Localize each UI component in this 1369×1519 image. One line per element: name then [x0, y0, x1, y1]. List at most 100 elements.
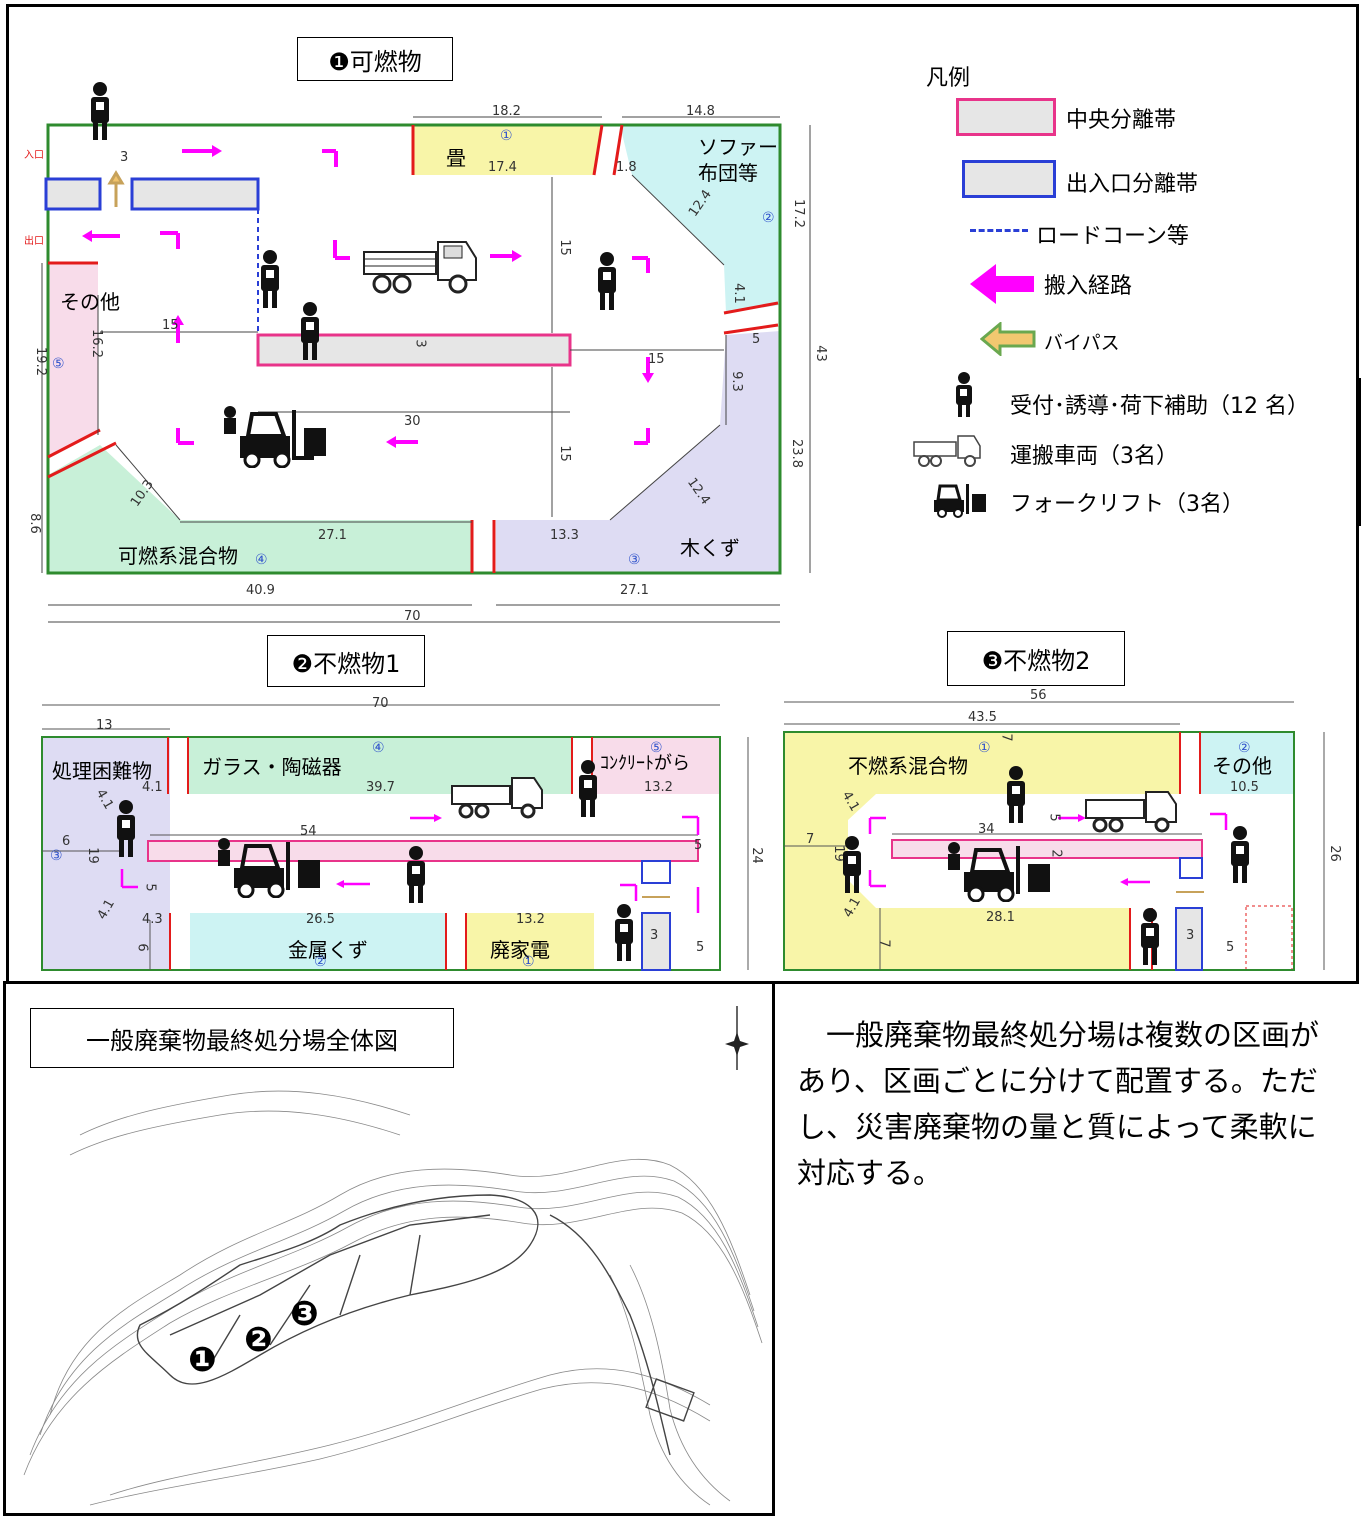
truck-icon — [912, 432, 982, 468]
overview-marker-2: ❷ — [244, 1320, 273, 1360]
dim: 9.3 — [728, 371, 744, 392]
zone-wood — [496, 331, 780, 573]
zone-number: ④ — [255, 552, 268, 568]
zone-label-concrete: ｺﾝｸﾘｰﾄがら — [600, 753, 690, 774]
dim: 7 — [806, 832, 815, 847]
zone-label-sofa: ソファー 布団等 — [698, 135, 778, 185]
dim: 3 — [412, 339, 428, 348]
entrance-label: 入口 — [24, 150, 44, 161]
dim: 8.6 — [26, 513, 42, 534]
dim: 15 — [556, 445, 572, 462]
forklift-icon — [214, 832, 326, 899]
dim: 13.2 — [644, 780, 673, 795]
dim: 3 — [120, 150, 129, 165]
dim: 26.5 — [306, 912, 335, 927]
dim: 15 — [648, 352, 665, 367]
zone-label-tatami: 畳 — [446, 146, 466, 170]
dim: 4.1 — [730, 283, 746, 304]
dim: 54 — [300, 824, 317, 839]
dim: 27.1 — [620, 583, 649, 598]
dim: 7 — [998, 733, 1014, 742]
dim: 16.2 — [88, 329, 104, 358]
zone-other — [48, 263, 98, 455]
person-icon — [612, 904, 636, 962]
dim: 28.1 — [986, 910, 1015, 925]
dim: 5 — [1046, 813, 1062, 822]
zone-number: ② — [1238, 740, 1251, 756]
person-icon — [595, 252, 619, 312]
dim: 14.8 — [686, 104, 715, 119]
dim: 39.7 — [366, 780, 395, 795]
zone-label-wood: 木くず — [680, 536, 740, 560]
dim: 10.5 — [1230, 780, 1259, 795]
zone-number: ③ — [50, 848, 63, 864]
legend-label: 中央分離帯 — [1066, 108, 1177, 133]
diagram1-layout — [41, 116, 811, 623]
overview-frame — [3, 981, 775, 1516]
bypass-arrow-icon — [979, 320, 1036, 358]
dim: 15 — [556, 239, 572, 256]
dim: 18.2 — [492, 104, 521, 119]
dim: 13.2 — [516, 912, 545, 927]
forklift-icon — [926, 480, 988, 518]
dim: 27.1 — [318, 528, 347, 543]
dim: 30 — [404, 414, 421, 429]
person-icon — [258, 250, 282, 310]
dim: 5 — [1226, 940, 1235, 955]
zone-label-metal: 金属くず — [288, 938, 368, 962]
person-icon — [1228, 826, 1252, 884]
dim: 1.8 — [616, 160, 637, 175]
legend-label: 受付･誘導･荷下補助（12 名） — [1010, 394, 1309, 419]
legend-title: 凡例 — [926, 66, 971, 91]
zone-number: ① — [500, 128, 513, 144]
dim: 70 — [372, 696, 389, 711]
legend-swatch-cone — [970, 229, 1028, 232]
dim: 5 — [696, 940, 705, 955]
zone-label-appliance: 廃家電 — [490, 938, 550, 962]
diagram2-layout — [41, 704, 749, 971]
person-icon — [88, 82, 112, 142]
dim: 6 — [134, 943, 150, 952]
dim: 5 — [752, 332, 761, 347]
person-icon — [298, 302, 322, 362]
person-icon — [1138, 908, 1162, 966]
legend-swatch-median — [956, 98, 1056, 136]
dim: 5 — [694, 838, 703, 853]
dim: 17.2 — [790, 199, 806, 228]
zone-label-other-nonburn: その他 — [1212, 754, 1272, 778]
person-icon — [1004, 766, 1028, 824]
zone-number: ⑤ — [52, 356, 65, 372]
zone-number: ② — [762, 210, 775, 226]
forklift-icon — [220, 400, 332, 469]
person-icon — [404, 846, 428, 904]
diagram3-layout — [783, 701, 1325, 971]
dim: 23.8 — [788, 439, 804, 468]
dim: 24 — [748, 847, 764, 864]
zone-number: ① — [978, 740, 991, 756]
zone-sofa — [620, 125, 780, 313]
zone-number: ⑤ — [650, 740, 663, 756]
person-icon — [952, 372, 976, 418]
dim: 7 — [876, 939, 892, 948]
compass-icon — [725, 1006, 749, 1070]
legend-label: ロードコーン等 — [1036, 224, 1189, 249]
overview-title: 一般廃棄物最終処分場全体図 — [30, 1008, 454, 1068]
legend-label: バイパス — [1044, 332, 1120, 354]
truck-icon — [1084, 786, 1180, 834]
overview-map — [23, 1090, 763, 1506]
zone-mixed — [48, 445, 472, 573]
diagram1-title: ❶可燃物 — [297, 37, 453, 81]
overview-marker-3: ❸ — [290, 1294, 319, 1334]
zone-number: ① — [522, 954, 535, 970]
dim: 40.9 — [246, 583, 275, 598]
dim: 3 — [650, 928, 659, 943]
zone-label-mixed: 可燃系混合物 — [118, 544, 238, 568]
zone-label-other: その他 — [60, 290, 120, 314]
zone-number: ④ — [372, 740, 385, 756]
dim: 17.4 — [488, 160, 517, 175]
dim: 19.2 — [32, 347, 48, 376]
zone-tatami — [413, 125, 602, 175]
dim: 13.3 — [550, 528, 579, 543]
dim: 3 — [1186, 928, 1195, 943]
description-text: 一般廃棄物最終処分場は複数の区画があり、区画ごとに分けて配置する。ただし、災害廃… — [797, 1018, 1320, 1190]
